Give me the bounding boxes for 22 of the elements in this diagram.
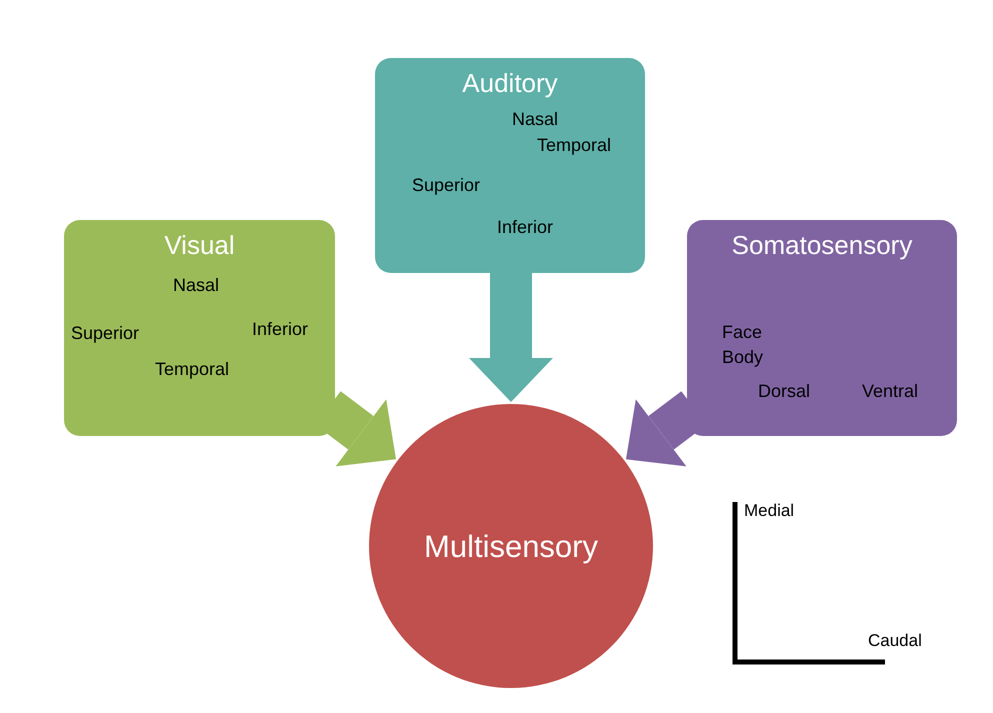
axis-label: Caudal — [868, 632, 922, 649]
direction-label: Ventral — [862, 382, 918, 400]
direction-label: Face — [722, 323, 762, 341]
direction-label: Nasal — [173, 276, 220, 294]
box-title: Visual — [164, 232, 235, 258]
box-title: Multisensory — [424, 530, 598, 562]
axis-label: Medial — [744, 502, 794, 519]
direction-label: Temporal — [537, 136, 612, 154]
direction-label: Body — [722, 348, 764, 366]
direction-label: Inferior — [497, 218, 554, 236]
direction-label: Inferior — [252, 320, 308, 338]
box-title: Somatosensory — [732, 232, 912, 258]
rounded-box — [687, 220, 957, 436]
direction-label: Superior — [71, 324, 140, 342]
block-arrow — [469, 273, 553, 402]
rounded-box — [375, 58, 645, 273]
direction-label: Nasal — [512, 110, 558, 128]
direction-label: Superior — [412, 176, 480, 194]
box-title: Auditory — [462, 70, 558, 96]
rounded-box — [64, 220, 335, 436]
direction-label: Temporal — [155, 360, 230, 378]
direction-label: Dorsal — [758, 382, 810, 400]
